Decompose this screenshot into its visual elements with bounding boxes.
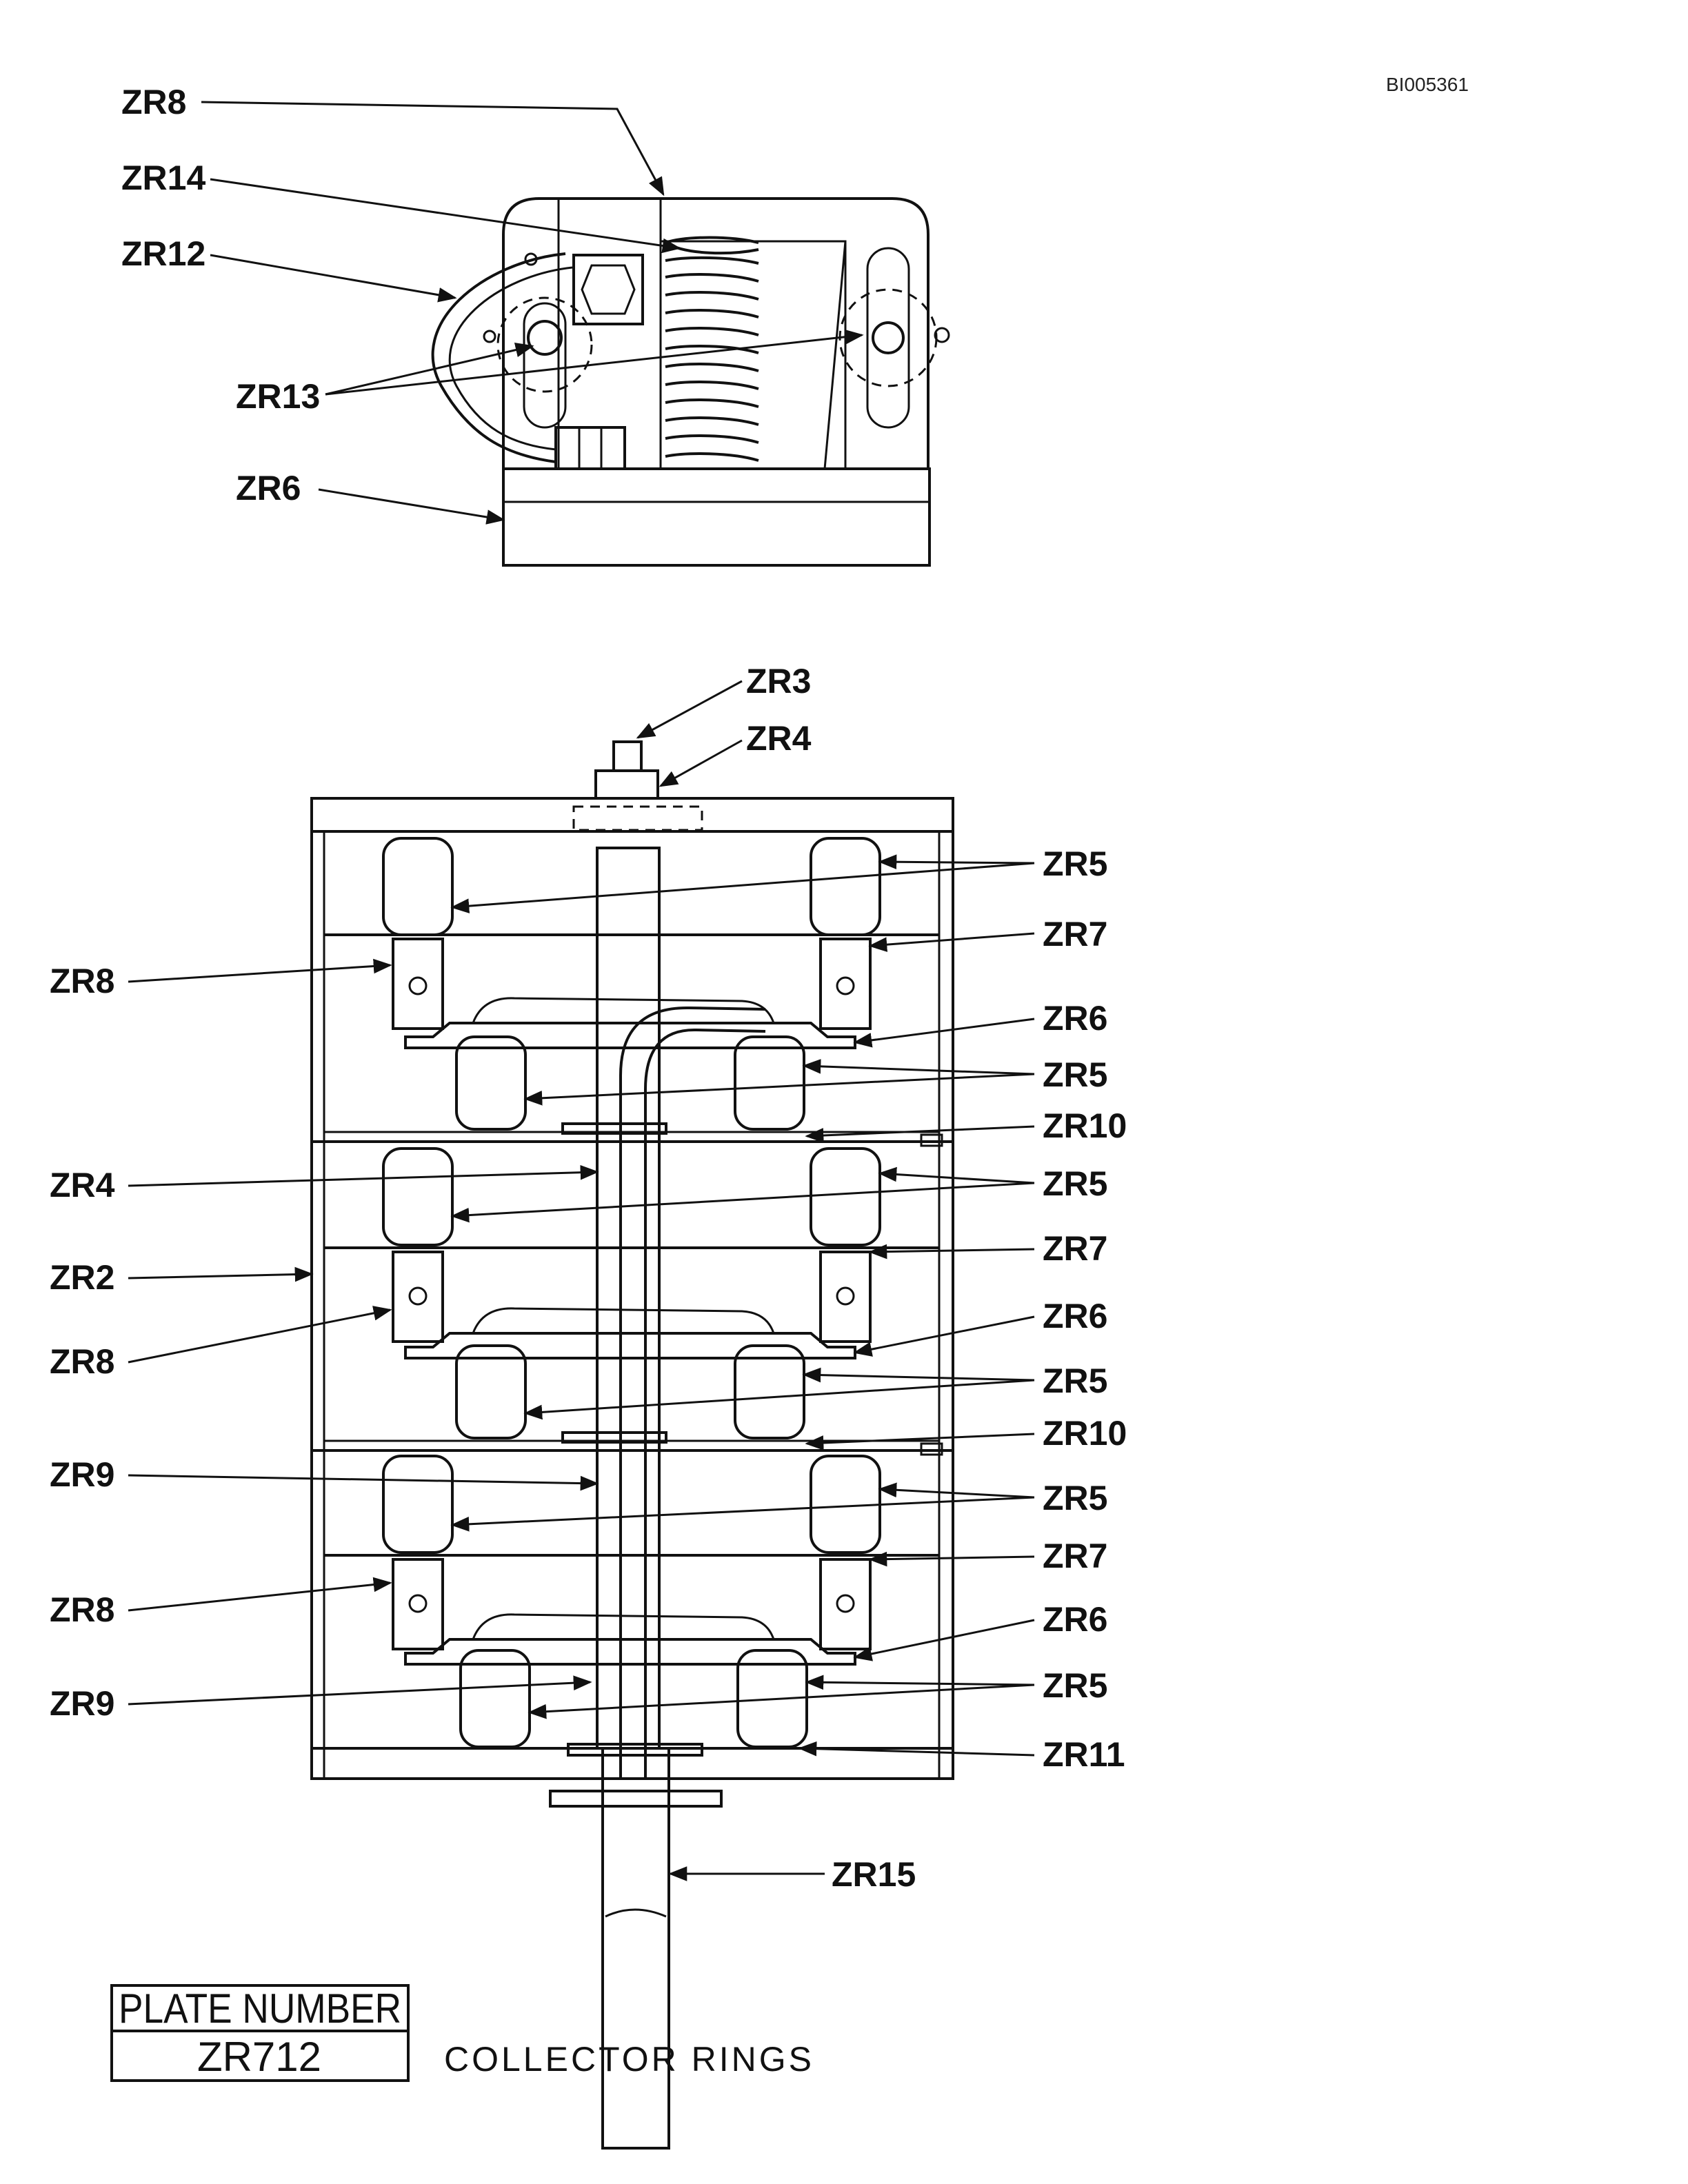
main-top-labels: ZR3 ZR4 (636, 662, 812, 787)
label-zr7-right-2: ZR7 (1043, 1229, 1107, 1268)
label-zr6-top: ZR6 (236, 469, 301, 507)
label-zr8-left-3: ZR8 (50, 1590, 114, 1629)
label-zr7-right-3: ZR7 (1043, 1537, 1107, 1575)
label-zr5-right-3: ZR5 (1043, 1164, 1107, 1203)
collector-deck-3 (324, 1455, 939, 1748)
document-id: BI005361 (1386, 74, 1469, 95)
label-zr9-left-2: ZR9 (50, 1684, 114, 1723)
label-zr4-top: ZR4 (746, 719, 812, 758)
main-right-labels: ZR5 ZR7 ZR6 ZR5 ZR10 ZR5 ZR7 ZR6 ZR5 ZR1… (450, 845, 1127, 1774)
label-zr2-left: ZR2 (50, 1258, 114, 1297)
label-zr10-right-2: ZR10 (1043, 1414, 1127, 1453)
label-zr6-right-1: ZR6 (1043, 999, 1107, 1038)
top-view-labels: ZR8 ZR14 ZR12 ZR13 ZR6 (121, 83, 864, 525)
plate-number-value: ZR712 (197, 2034, 321, 2080)
main-assembly-view (310, 740, 954, 2150)
label-zr9-left-1: ZR9 (50, 1455, 114, 1494)
label-zr6-right-3: ZR6 (1043, 1600, 1107, 1639)
label-zr11-right: ZR11 (1043, 1735, 1125, 1774)
label-zr5-right-5: ZR5 (1043, 1479, 1107, 1517)
label-zr5-right-2: ZR5 (1043, 1055, 1107, 1094)
label-zr8-left-1: ZR8 (50, 962, 114, 1000)
label-zr8-left-2: ZR8 (50, 1342, 114, 1381)
plate-number-header: PLATE NUMBER (119, 1985, 401, 2032)
diagram-caption: COLLECTOR RINGS (444, 2040, 814, 2079)
collector-deck-1 (324, 837, 943, 1147)
label-zr5-right-4: ZR5 (1043, 1362, 1107, 1400)
label-zr14-top: ZR14 (121, 159, 205, 197)
label-zr6-right-2: ZR6 (1043, 1297, 1107, 1335)
label-zr8-top: ZR8 (121, 83, 186, 121)
label-zr3: ZR3 (746, 662, 811, 700)
plate-number-box: PLATE NUMBER ZR712 (110, 1984, 410, 2082)
label-zr15: ZR15 (832, 1855, 916, 1894)
label-zr5-right-6: ZR5 (1043, 1666, 1107, 1705)
spring (664, 236, 759, 462)
label-zr5-right-1: ZR5 (1043, 845, 1107, 883)
label-zr7-right-1: ZR7 (1043, 915, 1107, 953)
label-zr12-top: ZR12 (121, 234, 205, 273)
label-zr4-left: ZR4 (50, 1166, 115, 1204)
label-zr10-right-1: ZR10 (1043, 1106, 1127, 1145)
label-zr13-top: ZR13 (236, 377, 320, 416)
top-detail-view (431, 197, 950, 567)
main-left-labels: ZR8 ZR4 ZR2 ZR8 ZR9 ZR8 ZR9 (50, 958, 599, 1723)
